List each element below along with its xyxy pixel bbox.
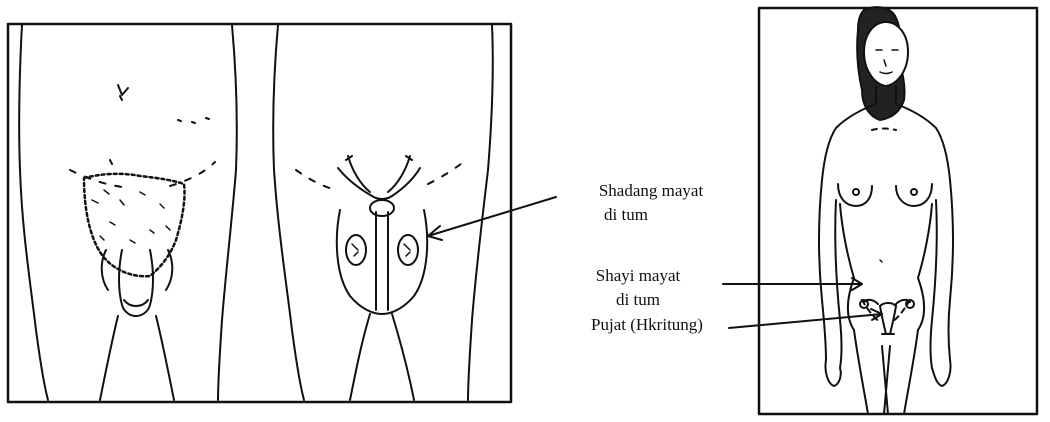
female-organs-label-line1: Shayi mayat bbox=[572, 266, 704, 286]
female-organs-arrow bbox=[723, 278, 862, 290]
male-organs-arrow bbox=[428, 197, 556, 240]
female-figure bbox=[819, 7, 953, 414]
male-internal-figure bbox=[273, 25, 493, 400]
male-figures-frame bbox=[8, 24, 511, 402]
uterus-arrow bbox=[729, 309, 882, 328]
uterus-label: Pujat (Hkritung) bbox=[566, 315, 728, 335]
male-external-figure bbox=[19, 25, 237, 400]
female-organs-label-line2: di tum bbox=[572, 290, 704, 310]
male-organs-label-line1: Shadang mayat bbox=[566, 181, 736, 201]
male-organs-label-line2: di tum bbox=[566, 205, 686, 225]
